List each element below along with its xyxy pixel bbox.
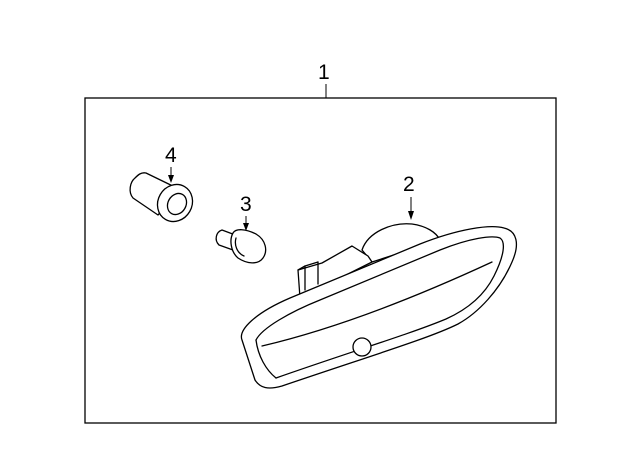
assembly-frame xyxy=(84,97,557,424)
callout-3: 3 xyxy=(240,193,252,216)
callout-4-arrow xyxy=(168,167,174,183)
callout-4: 4 xyxy=(165,144,177,167)
wedge-bulb-part xyxy=(215,229,267,264)
callout-2: 2 xyxy=(403,173,415,196)
callout-3-arrow xyxy=(243,216,249,231)
callout-2-arrow xyxy=(408,197,414,220)
reflector-dot xyxy=(352,337,372,357)
callout-1: 1 xyxy=(318,61,330,84)
side-marker-lamp-part xyxy=(240,223,518,389)
bulb-socket-part xyxy=(129,172,194,223)
